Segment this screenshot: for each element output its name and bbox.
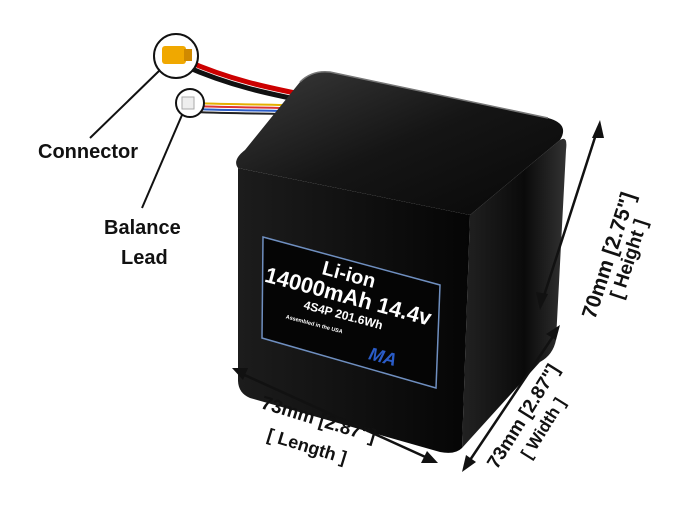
dimension-arrows xyxy=(232,120,604,472)
connector-label: Connector xyxy=(38,141,138,163)
balance-label-line1: Balance xyxy=(104,217,181,239)
balance-label-line2: Lead xyxy=(121,247,168,269)
xt-connector-icon xyxy=(162,46,186,64)
balance-plug-icon xyxy=(181,96,195,110)
connector-callout xyxy=(89,33,205,209)
battery-label: Li-ion 14000mAh 14.4v 4S4P 201.6Wh Assem… xyxy=(261,236,441,389)
